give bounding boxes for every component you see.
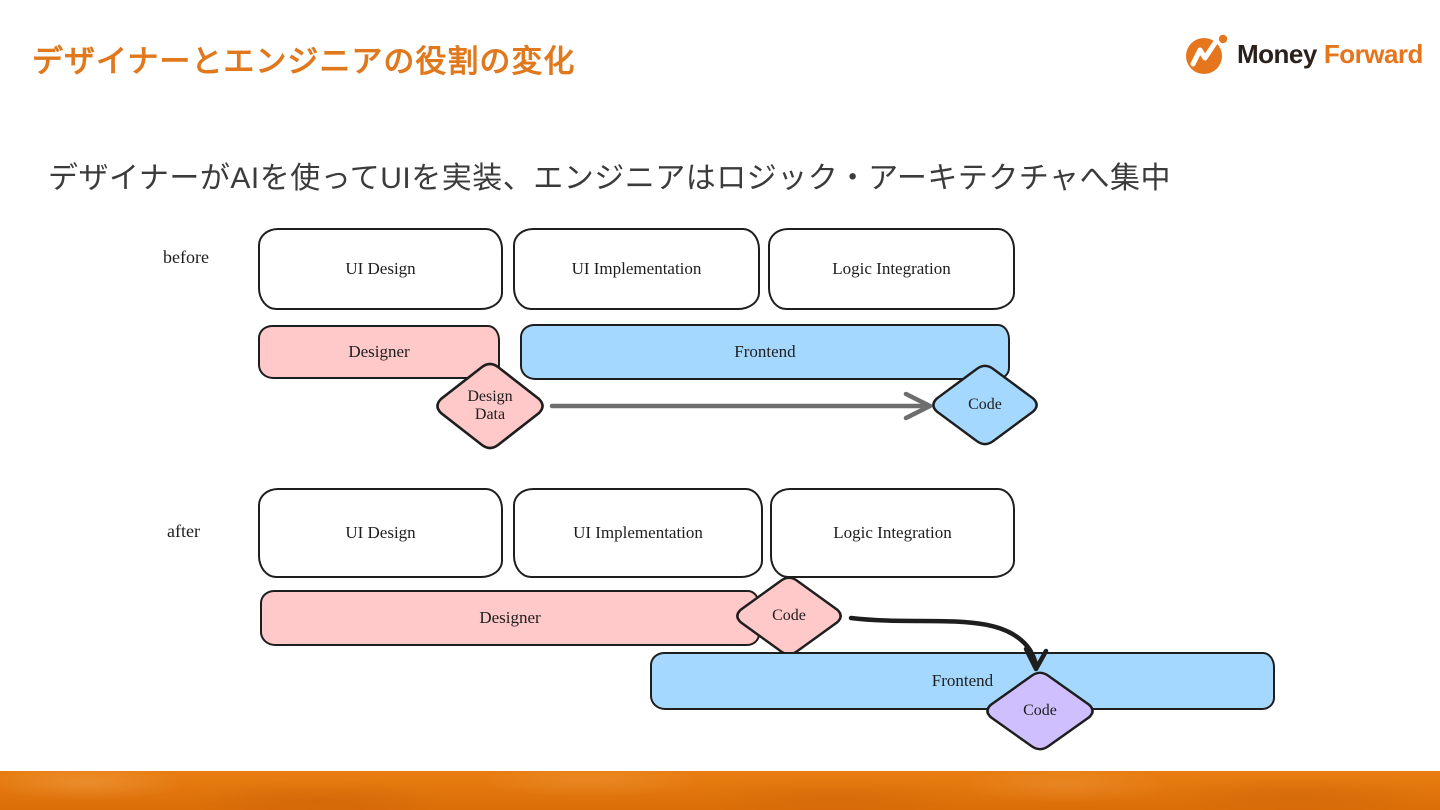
before-row-label: before [163,247,209,267]
slide-subtitle: デザイナーがAIを使ってUIを実装、エンジニアはロジック・アーキテクチャへ集中 [48,162,1172,195]
stage-label: UI Implementation [571,259,702,278]
after-stage-logic-integration: Logic Integration [770,488,1015,578]
brand-word-forward: Forward [1323,38,1424,69]
stage-label: Logic Integration [832,259,951,278]
after-stage-ui-design: UI Design [258,488,503,578]
after-code-diamond-designer: Code [732,576,846,656]
before-code-diamond: Code [928,364,1042,446]
diamond-label-line1: Code [772,606,806,624]
diamond-label-line1: Code [968,395,1002,413]
diamond-label: Code [732,576,846,656]
page-title: デザイナーとエンジニアの役割の変化 [32,44,576,79]
diamond-label: Code [928,364,1042,446]
stage-label: UI Design [345,259,416,278]
brand-word-money: Money [1237,38,1317,69]
stage-label: UI Implementation [573,523,703,542]
bar-label: Designer [348,342,410,361]
bar-label: Frontend [931,671,994,690]
before-stage-ui-design: UI Design [258,228,503,310]
before-frontend-bar: Frontend [520,324,1010,380]
after-row-label: after [167,521,200,541]
diamond-label: Code [982,671,1098,751]
bar-label: Frontend [734,342,796,361]
diamond-label-line2: Data [474,406,506,423]
diamond-label-line1: Code [1023,701,1057,719]
after-designer-bar: Designer [260,590,760,646]
after-code-diamond-frontend: Code [982,671,1098,751]
money-forward-logo-icon [1184,32,1228,76]
diamond-label: Design Data [432,362,548,450]
before-stage-logic-integration: Logic Integration [768,228,1015,310]
before-designdata-to-code-arrow [549,391,933,421]
stage-label: UI Design [345,523,416,542]
stage-label: Logic Integration [833,523,952,542]
before-stage-ui-implementation: UI Implementation [513,228,760,310]
before-design-data-diamond: Design Data [432,362,548,450]
before-designer-bar: Designer [258,325,500,379]
bar-label: Designer [479,608,541,627]
footer-accent-bar [0,771,1440,810]
after-frontend-bar: Frontend [650,652,1275,710]
after-stage-ui-implementation: UI Implementation [513,488,763,578]
diamond-label-line1: Design [467,387,513,405]
